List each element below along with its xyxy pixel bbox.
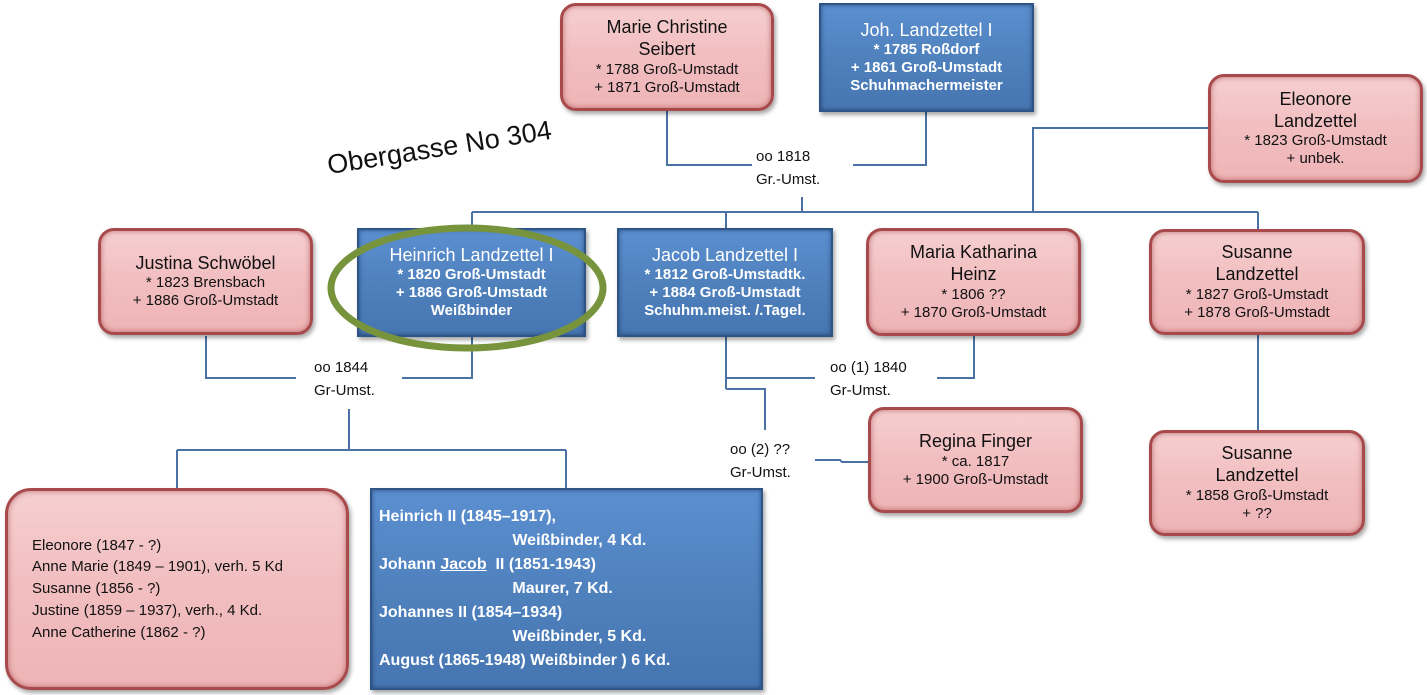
person-name: Jacob Landzettel I — [651, 244, 799, 265]
person-johann-landzettel[interactable]: Joh. Landzettel I * 1785 Roßdorf + 1861 … — [819, 3, 1034, 112]
person-name: Maria Katharina Heinz — [909, 242, 1038, 284]
marriage-label-1840: oo (1) 1840 Gr-Umst. — [826, 357, 911, 402]
son-dates: II (1851-1943) — [486, 556, 596, 573]
person-occupation: Schuhm.meist. /.Tagel. — [644, 302, 806, 320]
person-name: Marie Christine Seibert — [606, 17, 728, 59]
person-birth: * 1785 Roßdorf — [873, 41, 980, 59]
list-item: Heinrich II (1845–1917), — [379, 508, 556, 525]
address-annotation: Obergasse No 304 — [325, 114, 554, 181]
son-call-name: Jacob — [440, 556, 487, 573]
person-birth: * 1806 ?? — [941, 285, 1006, 303]
marriage-date: oo (2) ?? — [730, 441, 791, 458]
person-birth: * 1812 Groß-Umstadtk. — [644, 266, 806, 284]
list-item: Johann Jacob II (1851-1943) — [379, 553, 596, 577]
person-death: + 1871 Groß-Umstadt — [594, 78, 740, 96]
person-maria-katharina-heinz[interactable]: Maria Katharina Heinz * 1806 ?? + 1870 G… — [866, 228, 1081, 336]
connector-maria-katharina — [937, 336, 975, 379]
person-occupation: Schuhmachermeister — [850, 77, 1003, 95]
list-item: Maurer, 7 Kd. — [379, 580, 613, 597]
person-name: Regina Finger — [918, 431, 1033, 452]
person-death: + 1886 Groß-Umstadt — [395, 284, 548, 302]
marriage-label-1844: oo 1844 Gr-Umst. — [310, 357, 379, 402]
daughters-list[interactable]: Eleonore (1847 - ?) Anne Marie (1849 – 1… — [5, 488, 349, 690]
marriage-label-second: oo (2) ?? Gr-Umst. — [726, 439, 795, 484]
list-item: Justine (1859 – 1937), verh., 4 Kd. — [32, 601, 263, 619]
highlight-ellipse — [327, 224, 607, 352]
marriage-place: Gr-Umst. — [730, 463, 791, 481]
person-heinrich-landzettel[interactable]: Heinrich Landzettel I * 1820 Groß-Umstad… — [357, 228, 586, 337]
sons-list[interactable]: Heinrich II (1845–1917), Weißbinder, 4 K… — [370, 488, 763, 690]
person-death: + 1884 Groß-Umstadt — [649, 284, 801, 302]
person-eleonore-landzettel[interactable]: Eleonore Landzettel * 1823 Groß-Umstadt … — [1208, 74, 1423, 183]
marriage-place: Gr-Umst. — [830, 381, 891, 399]
connector-eleonore — [1032, 127, 1210, 212]
son-first-name: Johann — [379, 556, 441, 573]
list-item: Weißbinder, 4 Kd. — [379, 532, 647, 549]
person-name: Susanne Landzettel — [1215, 242, 1299, 284]
person-occupation: Weißbinder — [430, 302, 513, 320]
person-death: + 1870 Groß-Umstadt — [900, 303, 1047, 321]
marriage-label-1818: oo 1818 Gr.-Umst. — [752, 146, 825, 191]
marriage-date: oo 1818 — [756, 148, 811, 165]
person-name: Eleonore Landzettel — [1273, 88, 1358, 131]
person-jacob-landzettel[interactable]: Jacob Landzettel I * 1812 Groß-Umstadtk.… — [617, 228, 833, 337]
list-item: August (1865-1948) Weißbinder ) 6 Kd. — [379, 652, 671, 669]
person-death: + 1861 Groß-Umstadt — [850, 59, 1003, 77]
person-name: Justina Schwöbel — [135, 252, 276, 273]
person-marie-seibert[interactable]: Marie Christine Seibert * 1788 Groß-Umst… — [560, 3, 774, 111]
list-item: Johannes II (1854–1934) — [379, 604, 563, 621]
connector-regina — [815, 459, 868, 463]
person-justina-schwoebel[interactable]: Justina Schwöbel * 1823 Brensbach + 1886… — [98, 228, 313, 335]
list-item: Susanne (1856 - ?) — [32, 580, 161, 598]
person-birth: * 1788 Groß-Umstadt — [595, 60, 739, 78]
person-name: Susanne Landzettel — [1215, 443, 1299, 485]
person-name: Joh. Landzettel I — [860, 19, 993, 40]
marriage-date: oo 1844 — [314, 359, 369, 376]
connector-johann — [853, 112, 927, 166]
connector-marie — [666, 111, 752, 166]
person-name: Heinrich Landzettel I — [389, 244, 554, 265]
connector-justina — [205, 336, 296, 379]
connector-second-marriage — [726, 388, 766, 430]
list-item: Weißbinder, 5 Kd. — [379, 628, 647, 645]
list-item: Anne Marie (1849 – 1901), verh. 5 Kd — [32, 558, 283, 576]
person-susanne-landzettel-1858[interactable]: Susanne Landzettel * 1858 Groß-Umstadt +… — [1149, 430, 1365, 536]
person-regina-finger[interactable]: Regina Finger * ca. 1817 + 1900 Groß-Ums… — [868, 407, 1083, 513]
person-birth: * 1820 Groß-Umstadt — [397, 266, 546, 284]
person-birth: * 1827 Groß-Umstadt — [1185, 285, 1329, 303]
person-birth: * 1823 Brensbach — [145, 274, 266, 292]
marriage-place: Gr.-Umst. — [756, 170, 821, 188]
person-birth: * 1823 Groß-Umstadt — [1244, 132, 1387, 150]
person-death: + unbek. — [1286, 150, 1345, 168]
list-item: Anne Catherine (1862 - ?) — [32, 623, 206, 641]
person-susanne-landzettel-1827[interactable]: Susanne Landzettel * 1827 Groß-Umstadt +… — [1149, 229, 1365, 335]
person-death: + 1900 Groß-Umstadt — [902, 470, 1049, 488]
person-death: + ?? — [1242, 504, 1272, 522]
list-item: Eleonore (1847 - ?) — [32, 536, 162, 554]
person-birth: * 1858 Groß-Umstadt — [1185, 486, 1329, 504]
marriage-date: oo (1) 1840 — [830, 359, 907, 376]
person-death: + 1886 Groß-Umstadt — [132, 292, 279, 310]
person-death: + 1878 Groß-Umstadt — [1184, 303, 1330, 321]
person-birth: * ca. 1817 — [941, 452, 1010, 470]
marriage-place: Gr-Umst. — [314, 381, 375, 399]
